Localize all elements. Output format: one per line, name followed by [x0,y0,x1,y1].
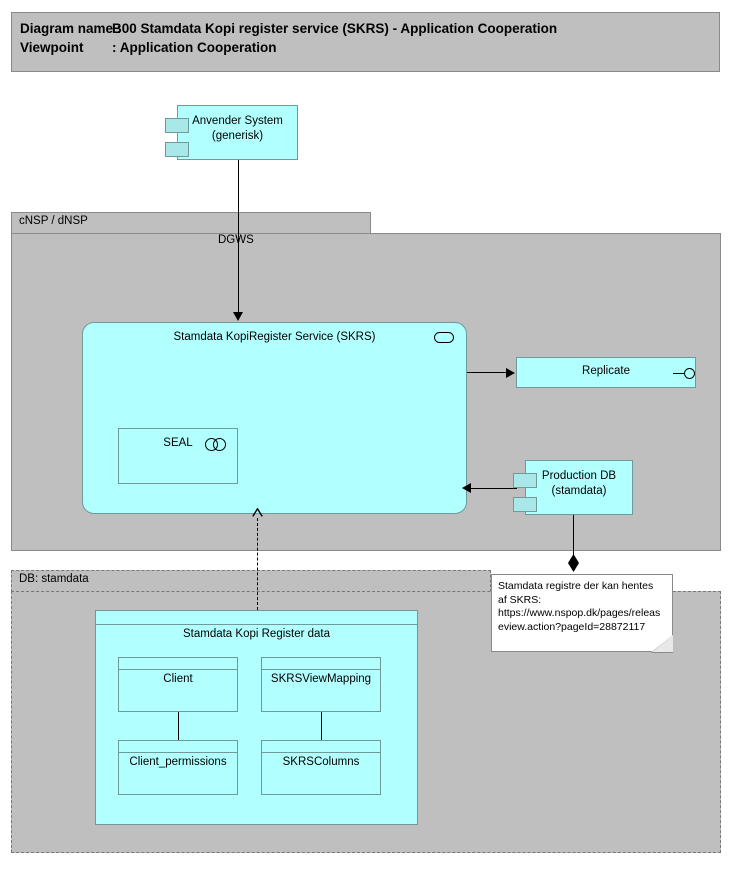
data-entity-skrscolumns[interactable]: SKRSColumns [261,740,381,795]
component-body [525,460,633,515]
note-stamdata-registre: Stamdata registre der kan hentes af SKRS… [491,574,673,652]
application-interface-icon [684,368,695,379]
edge-register-data-to-skrs [257,518,258,610]
application-collaboration-seal[interactable]: SEAL [118,428,238,484]
replicate-label: Replicate [582,365,630,377]
entity-name: SKRSViewMapping [270,673,372,685]
diagram-name-label: Diagram name : [20,21,122,36]
entity-header-strip [262,741,380,753]
edge-label-dgws: DGWS [218,234,254,246]
note-text: Stamdata registre der kan hentes af SKRS… [498,580,661,633]
edge-production-db-to-skrs [467,488,517,489]
register-data-header-strip [96,611,417,625]
application-service-icon [434,332,454,343]
group-label-cnsp: cNSP / dNSP [19,215,88,227]
edge-skrs-to-replicate [467,372,507,373]
collab-circle-right [213,438,226,451]
edge-register-data-to-skrs-arrowhead [252,508,263,517]
edge-anvender-to-skrs [238,160,239,313]
data-entity-skrsviewmapping[interactable]: SKRSViewMapping [261,657,381,712]
edge-production-db-to-skrs-arrowhead [462,483,471,493]
production-db-line1: Production DB [541,470,617,482]
application-collaboration-icon [205,438,227,451]
entity-name: SKRSColumns [282,756,360,768]
data-entity-client[interactable]: Client [118,657,238,712]
application-interface-replicate[interactable]: Replicate [516,357,696,388]
skrs-label: Stamdata KopiRegister Service (SKRS) [173,331,376,343]
component-tab-lower-icon [513,497,537,512]
edge-composition-diamond [568,554,579,572]
entity-header-strip [119,658,237,670]
edge-production-db-to-note [573,515,574,563]
entity-name: Client [163,673,193,685]
edge-anvender-to-skrs-arrowhead [233,312,243,321]
interface-lollipop-stem [673,373,685,374]
application-component-skrs[interactable]: Stamdata KopiRegister Service (SKRS) [82,322,467,514]
diagram-name-value: B00 Stamdata Kopi register service (SKRS… [112,21,558,36]
viewpoint-value: : Application Cooperation [112,40,277,55]
production-db-line2: (stamdata) [551,485,607,497]
diagram-title-banner: Diagram name :B00 Stamdata Kopi register… [11,12,720,72]
register-data-label: Stamdata Kopi Register data [182,628,331,640]
viewpoint-label: Viewpoint [20,40,84,55]
component-label-production-db: Production DB (stamdata) [525,469,633,499]
diagram-name-row: Diagram name :B00 Stamdata Kopi register… [20,19,719,38]
data-entity-client-permissions[interactable]: Client_permissions [118,740,238,795]
group-tab-db-stamdata: DB: stamdata [11,570,491,592]
edge-skrsviewmapping-to-skrscolumns [321,712,322,740]
edge-skrs-to-replicate-arrowhead [506,368,515,378]
component-body [177,105,298,160]
component-anvender-system[interactable]: Anvender System (generisk) [165,105,298,160]
component-tab-upper-icon [165,118,189,133]
anvender-system-line1: Anvender System [192,115,283,127]
anvender-system-line2: (generisk) [211,130,264,142]
component-tab-lower-icon [165,142,189,157]
component-production-db[interactable]: Production DB (stamdata) [513,460,633,515]
group-tab-cnsp: cNSP / dNSP [11,212,371,234]
seal-label: SEAL [163,437,193,449]
entity-name: Client_permissions [129,756,227,768]
group-label-db-stamdata: DB: stamdata [19,573,89,585]
entity-header-strip [262,658,380,670]
edge-client-to-client-permissions [178,712,179,740]
component-tab-upper-icon [513,473,537,488]
entity-header-strip [119,741,237,753]
viewpoint-row: Viewpoint : Application Cooperation [20,38,719,57]
component-label-anvender-system: Anvender System (generisk) [177,114,298,144]
